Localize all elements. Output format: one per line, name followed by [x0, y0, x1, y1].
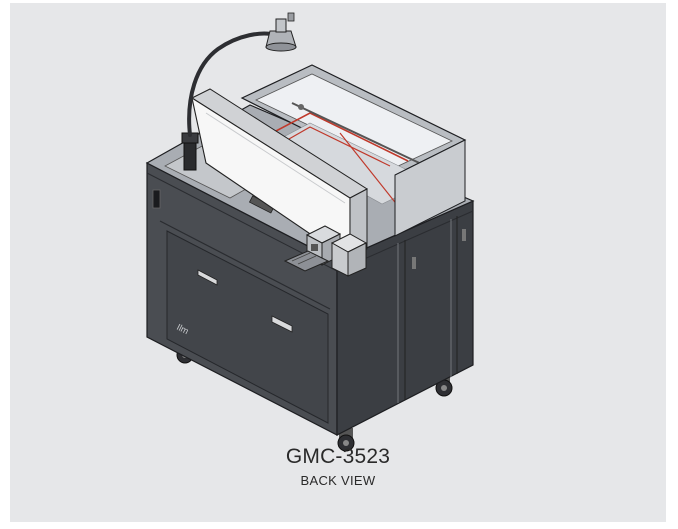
model-number-caption: GMC-3523	[285, 445, 391, 468]
svg-text:Ilm: Ilm	[175, 322, 190, 336]
shield-panel	[190, 88, 368, 263]
control-box-large	[330, 233, 368, 277]
caster-front-right	[337, 428, 355, 452]
tank	[240, 64, 467, 237]
machine-illustration: Ilm	[145, 12, 475, 452]
keypad	[283, 250, 330, 272]
view-label-caption: BACK VIEW	[300, 473, 376, 488]
gooseneck-lamp	[181, 12, 297, 171]
drawing-panel: Ilm	[10, 3, 666, 522]
cabinet-side	[336, 200, 474, 436]
